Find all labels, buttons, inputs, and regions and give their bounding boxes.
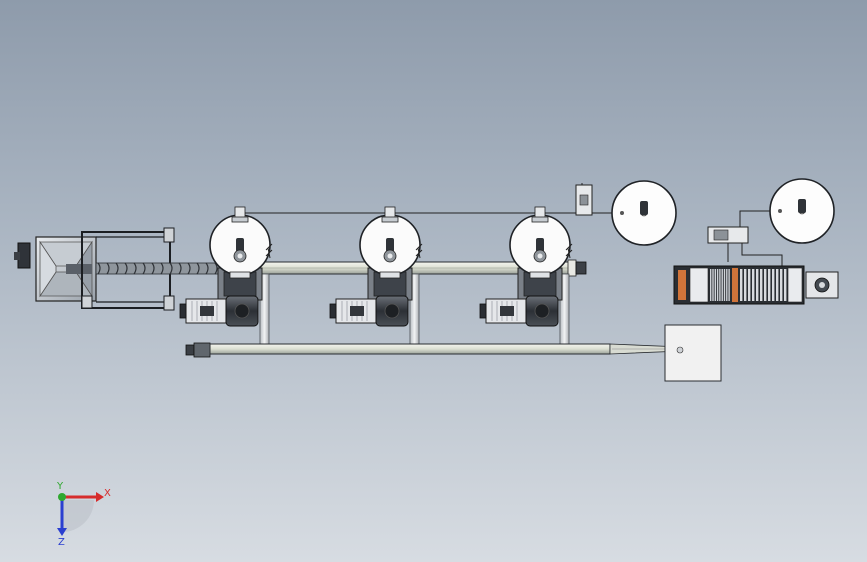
mixing-tank-2 xyxy=(359,206,423,301)
gear-motor-3 xyxy=(479,295,559,327)
mixing-tank-3 xyxy=(509,206,573,301)
storage-tank-1 xyxy=(611,180,677,246)
gear-motor-1 xyxy=(179,295,259,327)
x-axis-label: X xyxy=(104,488,111,499)
z-axis-label: Z xyxy=(58,537,65,548)
coordinate-triad: X Y Z xyxy=(56,481,111,548)
valve-assembly xyxy=(575,183,612,216)
discharge-pipe xyxy=(185,342,683,358)
gear-motor-2 xyxy=(329,295,409,327)
outlet-box xyxy=(664,324,722,382)
storage-tank-2 xyxy=(769,178,835,244)
y-axis-label: Y xyxy=(56,481,64,492)
feed-hopper xyxy=(14,227,175,311)
mixing-tank-1 xyxy=(209,206,273,301)
transfer-pipe xyxy=(707,210,783,268)
filter-press xyxy=(673,265,839,305)
